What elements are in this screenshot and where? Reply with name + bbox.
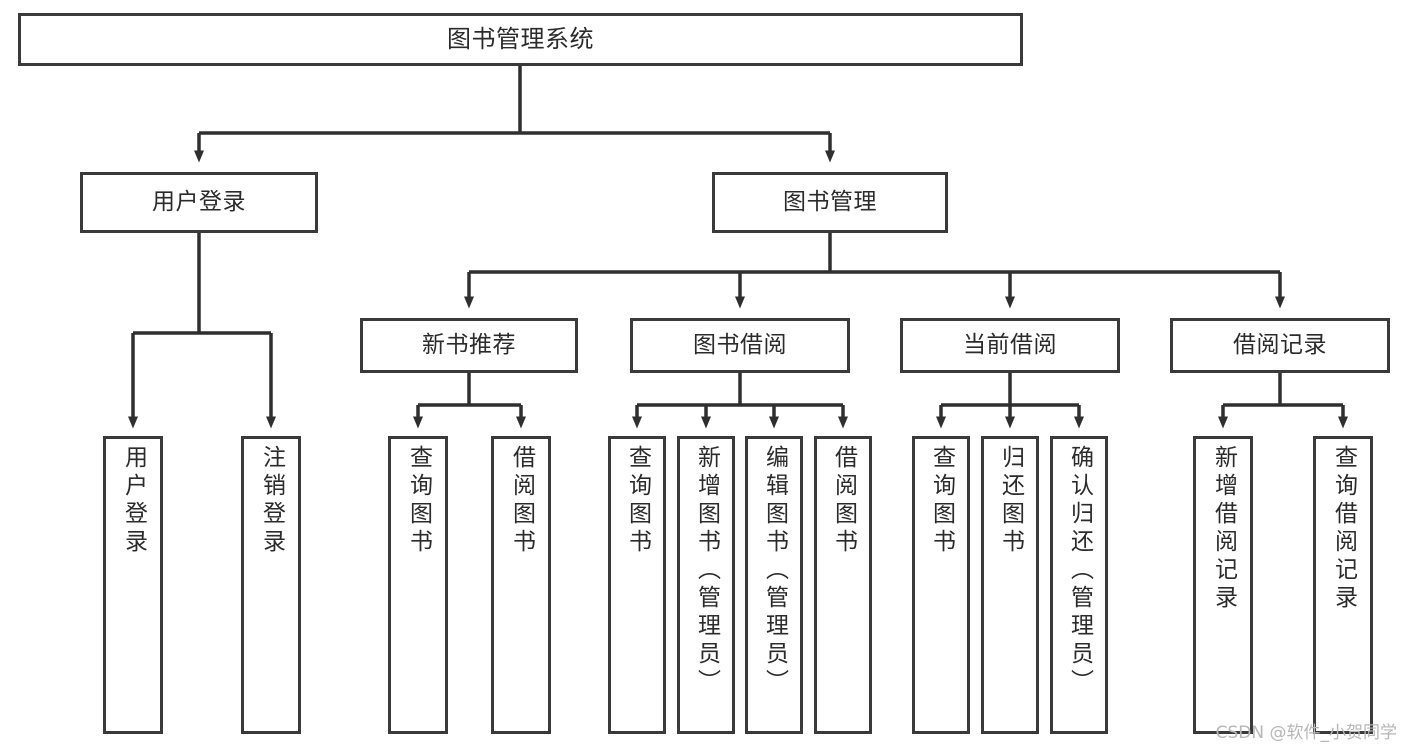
node-book-management-label: 图书管理 [783, 189, 877, 216]
leaf-user-login-logout[interactable]: 注销登录 [241, 436, 301, 734]
leaf-borrow-record-query-label: 查询借阅记录 [1330, 445, 1357, 613]
node-current-borrow[interactable]: 当前借阅 [900, 318, 1120, 373]
node-book-management[interactable]: 图书管理 [712, 172, 948, 233]
node-new-book-recommend-label: 新书推荐 [422, 332, 516, 359]
leaf-borrow-record-add-label: 新增借阅记录 [1210, 445, 1237, 613]
leaf-new-book-query-label: 查询图书 [405, 445, 432, 557]
leaf-new-book-borrow-label: 借阅图书 [508, 445, 535, 557]
leaf-current-borrow-query-label: 查询图书 [928, 445, 955, 557]
leaf-current-borrow-query[interactable]: 查询图书 [912, 436, 970, 734]
leaf-book-borrow-query[interactable]: 查询图书 [608, 436, 666, 734]
leaf-borrow-record-add[interactable]: 新增借阅记录 [1193, 436, 1253, 734]
leaf-new-book-query[interactable]: 查询图书 [388, 436, 448, 734]
node-root-label: 图书管理系统 [447, 24, 594, 53]
node-borrow-record[interactable]: 借阅记录 [1170, 318, 1390, 373]
watermark: CSDN @软件_小贺同学 [1215, 723, 1397, 743]
leaf-current-borrow-confirm[interactable]: 确认归还（管理员） [1050, 436, 1108, 734]
leaf-current-borrow-return-label: 归还图书 [997, 445, 1024, 557]
leaf-user-login-login[interactable]: 用户登录 [103, 436, 163, 734]
leaf-user-login-logout-label: 注销登录 [258, 445, 285, 557]
node-user-login-label: 用户登录 [152, 189, 246, 216]
leaf-new-book-borrow[interactable]: 借阅图书 [491, 436, 551, 734]
node-book-borrow[interactable]: 图书借阅 [630, 318, 850, 373]
leaf-book-borrow-borrow-label: 借阅图书 [830, 445, 857, 557]
leaf-current-borrow-return[interactable]: 归还图书 [981, 436, 1039, 734]
leaf-book-borrow-add[interactable]: 新增图书（管理员） [677, 436, 735, 734]
leaf-book-borrow-query-label: 查询图书 [624, 445, 651, 557]
leaf-user-login-login-label: 用户登录 [120, 445, 147, 557]
node-user-login[interactable]: 用户登录 [80, 172, 318, 233]
leaf-book-borrow-edit-label: 编辑图书（管理员） [761, 445, 788, 697]
leaf-book-borrow-add-label: 新增图书（管理员） [693, 445, 720, 697]
node-current-borrow-label: 当前借阅 [963, 332, 1057, 359]
leaf-borrow-record-query[interactable]: 查询借阅记录 [1313, 436, 1373, 734]
node-borrow-record-label: 借阅记录 [1233, 332, 1327, 359]
leaf-current-borrow-confirm-label: 确认归还（管理员） [1066, 445, 1093, 697]
node-new-book-recommend[interactable]: 新书推荐 [360, 318, 578, 373]
node-root[interactable]: 图书管理系统 [18, 13, 1023, 66]
leaf-book-borrow-edit[interactable]: 编辑图书（管理员） [745, 436, 803, 734]
node-book-borrow-label: 图书借阅 [693, 332, 787, 359]
leaf-book-borrow-borrow[interactable]: 借阅图书 [814, 436, 872, 734]
